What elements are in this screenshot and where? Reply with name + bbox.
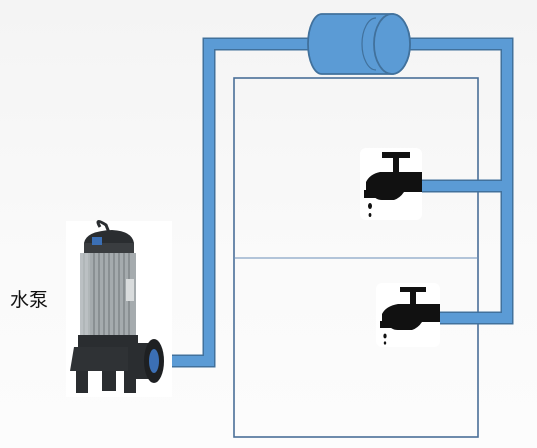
pipe-network	[150, 37, 514, 368]
cylinder-tank-icon	[307, 13, 411, 75]
faucet-icon	[360, 148, 422, 220]
submersible-pump-icon	[66, 220, 172, 397]
building	[233, 77, 479, 438]
supply-pipe	[150, 39, 318, 366]
pump-label: 水泵	[10, 289, 49, 311]
faucet-icon	[376, 283, 440, 347]
main-pipe	[150, 39, 512, 366]
